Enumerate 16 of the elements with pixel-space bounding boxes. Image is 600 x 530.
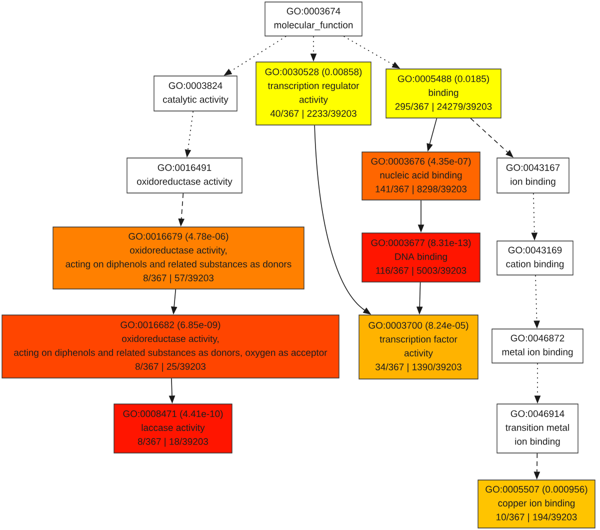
- term-box: GO:0005488 (0.0185) binding 295/367 | 24279/39203: [386, 68, 502, 118]
- term-box: GO:0043169 cation binding: [496, 240, 574, 276]
- term-box: GO:0016679 (4.78e-06) oxidoreductase activity, acting on diphenols and related substances as donors 8/367 | 57/39203: [52, 226, 304, 290]
- term-box: GO:0030528 (0.00858) transcription regulator activity 40/367 | 2233/39203: [256, 62, 372, 126]
- term-box: GO:0003824 catalytic activity: [154, 76, 238, 112]
- term-box: GO:0043167 ion binding: [496, 158, 570, 194]
- term-box: GO:0016682 (6.85e-09) oxidoreductase activity, acting on diphenols and related substances as donors, oxygen as acceptor 8/367 | 25/39203: [2, 314, 340, 378]
- term-box: GO:0046914 transition metal ion binding: [496, 404, 578, 454]
- term-box: GO:0046872 metal ion binding: [492, 328, 584, 364]
- term-box: GO:0003674 molecular_function: [264, 2, 362, 36]
- term-box: GO:0005507 (0.000956) copper ion binding 10/367 | 194/39203: [478, 480, 596, 528]
- term-box: GO:0008471 (4.41e-10) laccase activity 8/367 | 18/39203: [114, 404, 232, 454]
- term-box: GO:0003700 (8.24e-05) transcription factor activity 34/367 | 1390/39203: [358, 314, 478, 380]
- term-box: GO:0003676 (4.35e-07) nucleic acid binding 141/367 | 8298/39203: [362, 152, 480, 200]
- term-box: GO:0016491 oxidoreductase activity: [126, 158, 242, 194]
- term-box: GO:0003677 (8.31e-13) DNA binding 116/367 | 5003/39203: [362, 232, 480, 282]
